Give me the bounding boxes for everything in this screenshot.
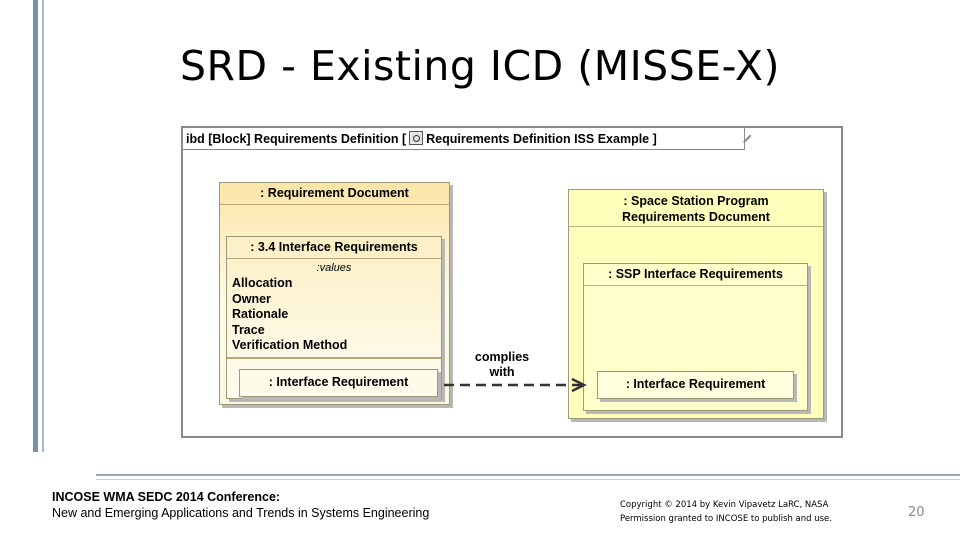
interface-requirement-label-left: : Interface Requirement xyxy=(268,375,409,389)
slide-title: SRD - Existing ICD (MISSE-X) xyxy=(180,42,780,90)
ssp-interface-requirements-title: : SSP Interface Requirements xyxy=(584,264,807,286)
footer-divider xyxy=(96,474,960,476)
block-icon xyxy=(409,131,424,145)
interface-requirements-title: : 3.4 Interface Requirements xyxy=(227,237,441,259)
conference-name: INCOSE WMA SEDC 2014 Conference: xyxy=(52,490,281,504)
ssp-document-title: : Space Station Program Requirements Doc… xyxy=(569,190,823,227)
ssp-document-title-line2: Requirements Document xyxy=(622,210,770,224)
value-item: Allocation xyxy=(232,276,293,290)
requirement-document-title: : Requirement Document xyxy=(220,183,449,205)
interface-requirement-part-right: : Interface Requirement xyxy=(597,371,794,399)
footer-divider-thin xyxy=(96,479,960,480)
interface-requirement-part-left: : Interface Requirement xyxy=(239,369,438,397)
value-item: Rationale xyxy=(232,307,289,321)
left-accent-bar xyxy=(33,0,38,452)
copyright-line1: Copyright © 2014 by Kevin Vipavetz LaRC,… xyxy=(620,500,829,510)
left-accent-bar-thin xyxy=(42,0,44,452)
ibd-frame-header: ibd [Block] Requirements Definition [ Req… xyxy=(183,128,752,150)
compartment-divider xyxy=(227,357,441,359)
connector-label: complies with xyxy=(462,350,542,380)
ssp-document-title-line1: : Space Station Program xyxy=(623,194,769,208)
values-list: Allocation Owner Rationale Trace Verific… xyxy=(232,276,347,354)
value-item: Verification Method xyxy=(232,338,348,352)
page-number: 20 xyxy=(908,505,925,520)
value-item: Trace xyxy=(232,322,265,337)
values-compartment-label: :values xyxy=(316,262,352,274)
conference-theme: New and Emerging Applications and Trends… xyxy=(52,506,430,520)
interface-requirement-label-right: : Interface Requirement xyxy=(625,377,766,391)
conference-info: INCOSE WMA SEDC 2014 Conference: New and… xyxy=(52,489,429,521)
connector-label-line1: complies xyxy=(474,350,530,364)
dependency-arrowhead xyxy=(571,377,587,393)
frame-label-prefix: ibd [Block] Requirements Definition [ xyxy=(186,132,407,146)
frame-label-name: Requirements Definition ISS Example ] xyxy=(426,132,657,146)
copyright-line2: Permission granted to INCOSE to publish … xyxy=(620,514,832,524)
value-item: Owner xyxy=(232,291,271,306)
connector-label-line2: with xyxy=(489,365,515,379)
copyright-notice: Copyright © 2014 by Kevin Vipavetz LaRC,… xyxy=(620,498,832,526)
